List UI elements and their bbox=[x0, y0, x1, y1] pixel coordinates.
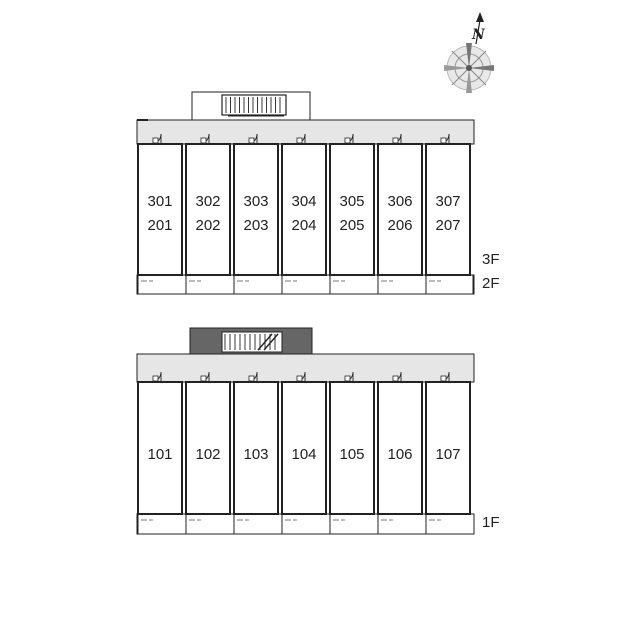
room-number-101: 101 bbox=[147, 446, 172, 463]
north-label: N bbox=[471, 27, 486, 43]
unit-107: 107 bbox=[425, 371, 471, 534]
unit-105: 105 bbox=[329, 371, 375, 534]
room-number-303: 303 bbox=[243, 193, 268, 210]
room-number-307: 307 bbox=[435, 193, 460, 210]
room-number-302: 302 bbox=[195, 193, 220, 210]
balcony-lower bbox=[136, 513, 475, 535]
floor-label-3f: 3F bbox=[482, 251, 500, 268]
unit-103: 103 bbox=[233, 371, 279, 534]
room-number-203: 203 bbox=[243, 217, 268, 234]
room-number-304: 304 bbox=[291, 193, 316, 210]
compass-rose-icon bbox=[444, 43, 494, 93]
room-number-103: 103 bbox=[243, 446, 268, 463]
walkway-upper bbox=[136, 119, 475, 145]
room-number-102: 102 bbox=[195, 446, 220, 463]
room-number-202: 202 bbox=[195, 217, 220, 234]
room-number-205: 205 bbox=[339, 217, 364, 234]
unit-104: 104 bbox=[281, 371, 327, 534]
north-arrow-icon bbox=[475, 12, 484, 45]
unit-106: 106 bbox=[377, 371, 423, 534]
room-number-106: 106 bbox=[387, 446, 412, 463]
unit-102: 102 bbox=[185, 371, 231, 534]
lower-building: 101 102 103 104 105 106 107 1F bbox=[136, 327, 500, 535]
balcony-upper bbox=[136, 274, 475, 295]
room-number-301: 301 bbox=[147, 193, 172, 210]
compass: N bbox=[444, 12, 494, 93]
room-number-207: 207 bbox=[435, 217, 460, 234]
floor-label-1f: 1F bbox=[482, 514, 500, 531]
room-number-206: 206 bbox=[387, 217, 412, 234]
stair-tower-lower bbox=[189, 327, 313, 355]
room-number-201: 201 bbox=[147, 217, 172, 234]
room-number-204: 204 bbox=[291, 217, 316, 234]
upper-building: 3012013022023032033042043052053062063072… bbox=[136, 91, 500, 295]
unit-101: 101 bbox=[137, 371, 183, 534]
walkway-lower bbox=[136, 353, 475, 383]
floor-label-2f: 2F bbox=[482, 275, 500, 292]
room-number-107: 107 bbox=[435, 446, 460, 463]
room-number-306: 306 bbox=[387, 193, 412, 210]
room-number-104: 104 bbox=[291, 446, 316, 463]
room-number-305: 305 bbox=[339, 193, 364, 210]
room-number-105: 105 bbox=[339, 446, 364, 463]
stair-tower-upper bbox=[191, 91, 311, 121]
